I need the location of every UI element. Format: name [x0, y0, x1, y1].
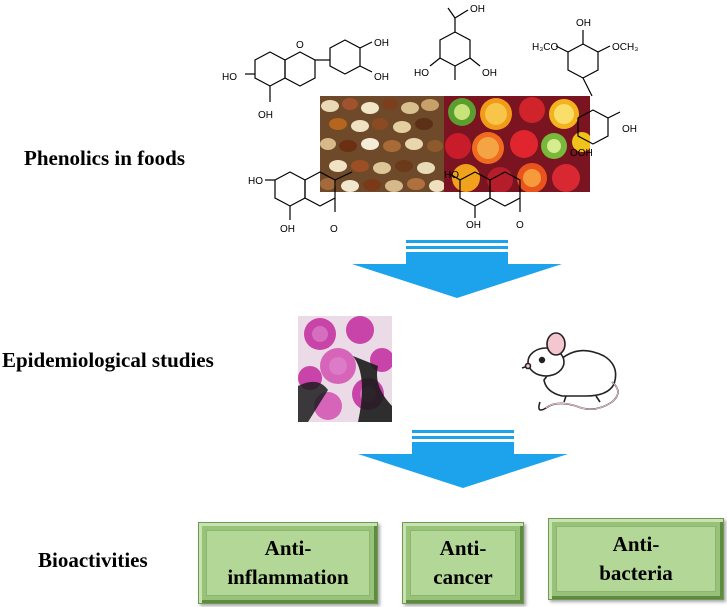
- chem-oh-6: OH: [622, 124, 637, 135]
- anti-cancer-line2: cancer: [433, 565, 493, 589]
- chem-oh-2: OH: [374, 38, 389, 49]
- chem-oh-8: OH: [466, 220, 481, 231]
- flow-arrow-icon: [352, 240, 562, 298]
- chem-oh-7: OH: [280, 224, 295, 235]
- chem-ho-2: HO: [414, 68, 429, 79]
- flow-arrow-icon: [358, 430, 568, 488]
- anti-bacteria-box: Anti- bacteria: [548, 518, 724, 600]
- epidemiological-label: Epidemiological studies: [2, 348, 214, 372]
- anti-cancer-line1: Anti-: [439, 536, 487, 560]
- chem-oh-1: OH: [258, 110, 273, 121]
- chem-ooh: OOH: [570, 148, 593, 159]
- chem-och3: OCH₃: [612, 42, 638, 53]
- legume-photo: [320, 96, 444, 192]
- tissue-slide-photo: [298, 316, 392, 422]
- chem-ho-3: HO: [248, 176, 263, 187]
- anti-cancer-box: Anti- cancer: [402, 522, 524, 604]
- anti-inflammation-line2: inflammation: [227, 565, 349, 589]
- phenolics-label: Phenolics in foods: [24, 146, 186, 170]
- chem-oh-5: OH: [576, 18, 591, 29]
- chem-o-1: O: [296, 40, 304, 51]
- chem-ho-1: HO: [222, 72, 237, 83]
- anti-bacteria-line1: Anti-: [612, 532, 660, 556]
- anti-bacteria-line2: bacteria: [599, 561, 673, 585]
- chem-oh-3: OH: [374, 72, 389, 83]
- chem-o-2: O: [330, 224, 338, 235]
- anti-inflammation-line1: Anti-: [264, 536, 312, 560]
- anti-inflammation-box: Anti- inflammation: [198, 522, 378, 604]
- chem-ch3o: H₃CO: [532, 42, 559, 53]
- mouse-icon: [521, 332, 619, 411]
- chem-cooh: OH: [470, 4, 485, 15]
- chem-ho-4: HO: [444, 170, 459, 181]
- chem-oh-4: OH: [482, 68, 497, 79]
- chemical-structures: HO OH O OH OH OH HO OH OH H₃CO OCH₃ OH O…: [222, 4, 638, 235]
- chem-o-3: O: [516, 220, 524, 231]
- bioactivities-label: Bioactivities: [38, 548, 148, 572]
